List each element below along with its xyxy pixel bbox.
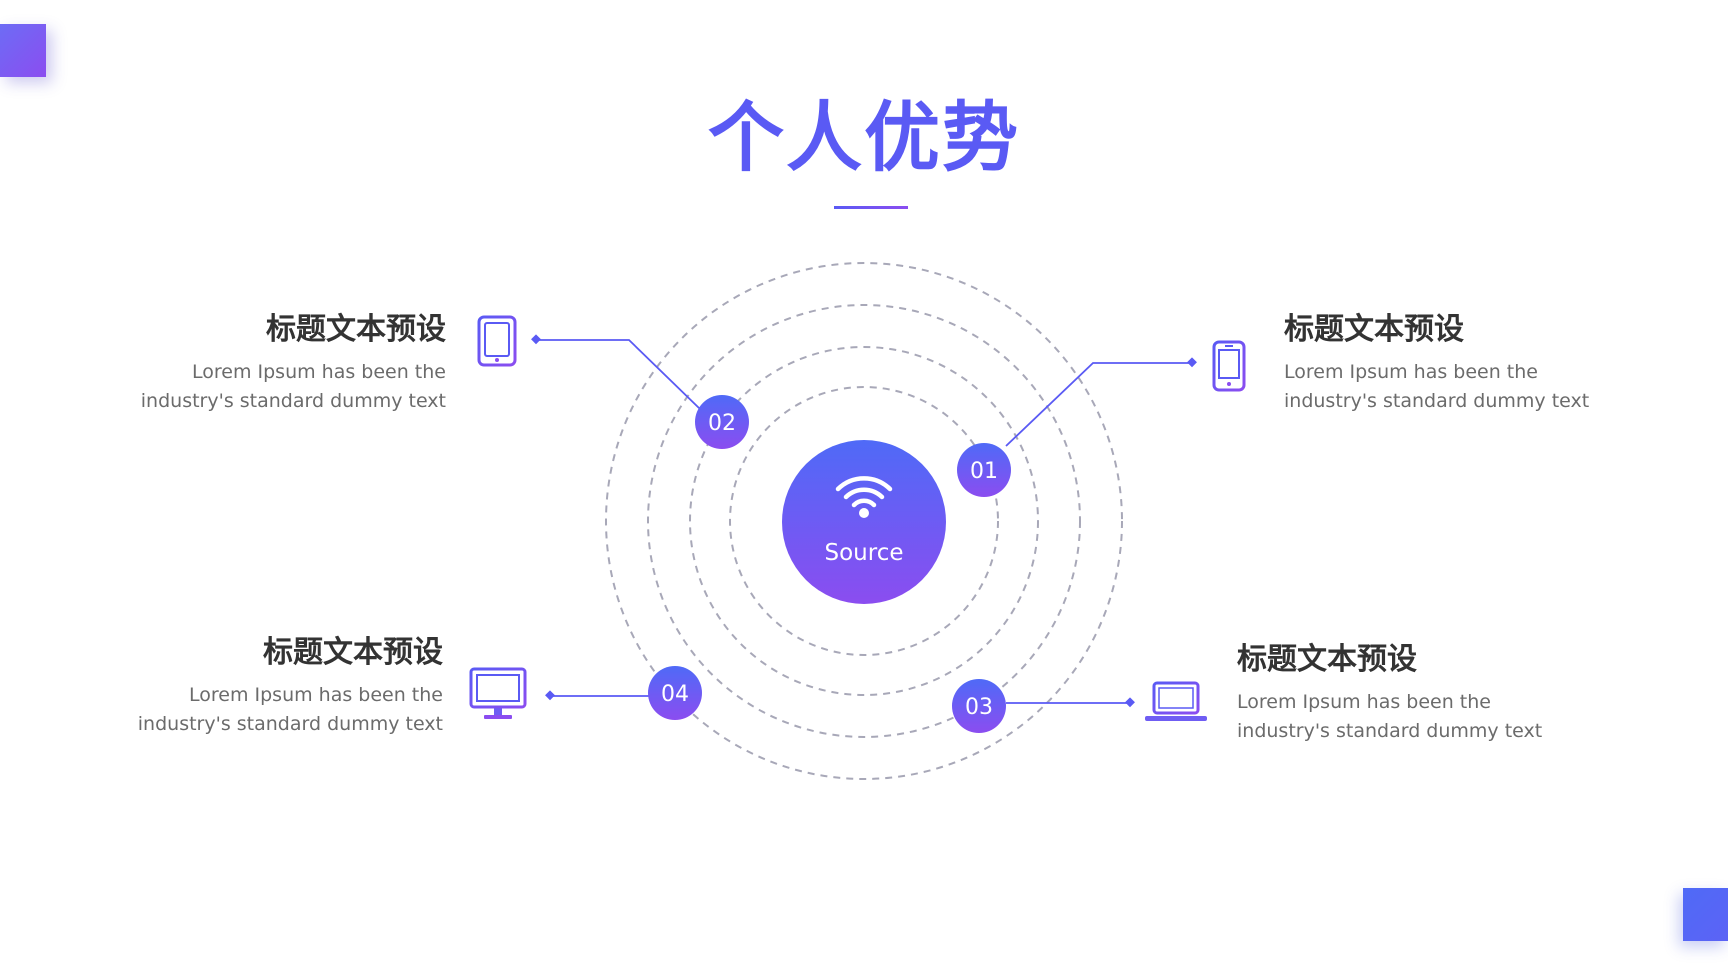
connector-01 bbox=[1005, 362, 1192, 447]
source-circle bbox=[782, 440, 946, 604]
badge-number: 04 bbox=[661, 682, 689, 707]
item-title: 标题文本预设 bbox=[1237, 642, 1417, 677]
wifi-icon bbox=[835, 476, 893, 518]
dashed-ring-4 bbox=[605, 262, 1123, 780]
title-underline bbox=[834, 206, 908, 209]
dashed-ring-1 bbox=[729, 386, 999, 656]
item-description-line: industry's standard dummy text bbox=[137, 713, 443, 735]
source-label: Source bbox=[825, 540, 904, 566]
item-description-line: industry's standard dummy text bbox=[140, 390, 446, 412]
item-description-line: Lorem Ipsum has been the bbox=[1284, 361, 1538, 383]
badge-number: 03 bbox=[965, 695, 993, 720]
item-description: Lorem Ipsum has been the industry's stan… bbox=[1284, 358, 1704, 416]
connector-end-dot bbox=[1187, 357, 1197, 368]
item-block-02: 标题文本预设 Lorem Ipsum has been the industry… bbox=[26, 310, 446, 416]
page-title: 个人优势 bbox=[708, 93, 1020, 182]
dashed-ring-3 bbox=[647, 304, 1081, 738]
badge-04: 04 bbox=[648, 666, 702, 720]
corner-decoration-bottom-right bbox=[1683, 888, 1728, 941]
item-description-line: industry's standard dummy text bbox=[1284, 390, 1590, 412]
dashed-ring-2 bbox=[689, 346, 1039, 696]
badge-number: 01 bbox=[970, 459, 998, 484]
item-block-01: 标题文本预设 Lorem Ipsum has been the industry… bbox=[1284, 310, 1704, 416]
badge-02: 02 bbox=[695, 395, 749, 449]
laptop-icon bbox=[1145, 681, 1207, 721]
badge-number: 02 bbox=[708, 411, 736, 436]
item-block-03: 标题文本预设 Lorem Ipsum has been the industry… bbox=[1237, 640, 1657, 746]
item-description-line: Lorem Ipsum has been the bbox=[189, 684, 443, 706]
connector-end-dot bbox=[531, 334, 541, 345]
smartphone-icon bbox=[1212, 340, 1246, 392]
item-description: Lorem Ipsum has been the industry's stan… bbox=[1237, 688, 1657, 746]
item-description: Lorem Ipsum has been the industry's stan… bbox=[23, 681, 443, 739]
badge-03: 03 bbox=[952, 679, 1006, 733]
connector-02 bbox=[536, 339, 701, 410]
item-description: Lorem Ipsum has been the industry's stan… bbox=[26, 358, 446, 416]
item-title: 标题文本预设 bbox=[266, 312, 446, 347]
corner-decoration-top-left bbox=[0, 24, 46, 77]
tablet-icon bbox=[477, 315, 517, 367]
item-description-line: industry's standard dummy text bbox=[1237, 720, 1543, 742]
item-title: 标题文本预设 bbox=[263, 635, 443, 670]
connector-end-dot bbox=[545, 690, 555, 701]
badge-01: 01 bbox=[957, 443, 1011, 497]
item-description-line: Lorem Ipsum has been the bbox=[1237, 691, 1491, 713]
monitor-icon bbox=[469, 667, 527, 719]
item-block-04: 标题文本预设 Lorem Ipsum has been the industry… bbox=[23, 633, 443, 739]
item-description-line: Lorem Ipsum has been the bbox=[192, 361, 446, 383]
connector-end-dot bbox=[1125, 697, 1135, 708]
item-title: 标题文本预设 bbox=[1284, 312, 1464, 347]
